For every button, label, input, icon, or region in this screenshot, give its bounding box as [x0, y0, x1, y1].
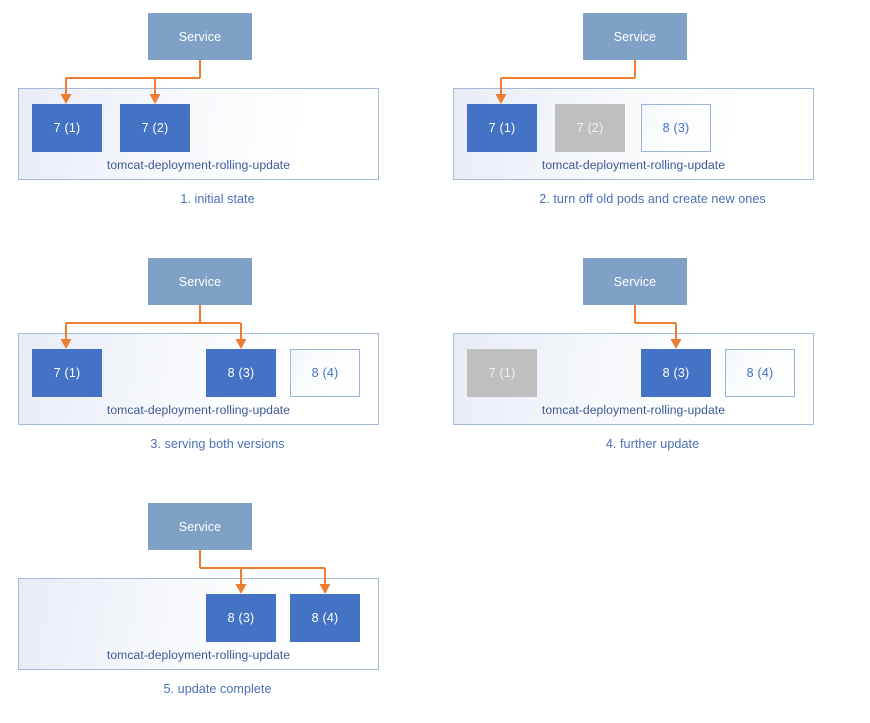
panel-caption: 3. serving both versions	[150, 437, 285, 451]
service-box[interactable]: Service	[148, 258, 252, 305]
panel-2: Service tomcat-deployment-rolling-update 7…	[435, 0, 870, 233]
panel-1: Service tomcat-deployment-rolling-update 7…	[0, 0, 435, 233]
service-box[interactable]: Service	[148, 13, 252, 60]
pod-running[interactable]: 8 (3)	[206, 594, 276, 642]
panel-caption: 2. turn off old pods and create new ones	[539, 192, 766, 206]
deployment-name-label: tomcat-deployment-rolling-update	[106, 158, 291, 172]
panel-caption: 5. update complete	[163, 682, 272, 696]
pod-terminating[interactable]: 7 (2)	[555, 104, 625, 152]
service-box[interactable]: Service	[583, 258, 687, 305]
panel-caption: 1. initial state	[180, 192, 255, 206]
pod-running[interactable]: 7 (1)	[32, 104, 102, 152]
pod-running[interactable]: 7 (1)	[32, 349, 102, 397]
pod-running[interactable]: 8 (4)	[290, 594, 360, 642]
deployment-name-label: tomcat-deployment-rolling-update	[541, 158, 726, 172]
deployment-name-label: tomcat-deployment-rolling-update	[541, 403, 726, 417]
service-box[interactable]: Service	[148, 503, 252, 550]
pod-running[interactable]: 7 (2)	[120, 104, 190, 152]
panel-4: Service tomcat-deployment-rolling-update 7…	[435, 245, 870, 478]
pod-pending[interactable]: 8 (3)	[641, 104, 711, 152]
pod-pending[interactable]: 8 (4)	[290, 349, 360, 397]
pod-running[interactable]: 7 (1)	[467, 104, 537, 152]
deployment-name-label: tomcat-deployment-rolling-update	[106, 403, 291, 417]
panel-3: Service tomcat-deployment-rolling-update 7…	[0, 245, 435, 478]
pod-running[interactable]: 8 (3)	[206, 349, 276, 397]
panel-5: Service tomcat-deployment-rolling-update 8…	[0, 490, 435, 723]
pod-pending[interactable]: 8 (4)	[725, 349, 795, 397]
pod-terminating[interactable]: 7 (1)	[467, 349, 537, 397]
service-box[interactable]: Service	[583, 13, 687, 60]
pod-running[interactable]: 8 (3)	[641, 349, 711, 397]
deployment-name-label: tomcat-deployment-rolling-update	[106, 648, 291, 662]
panel-caption: 4. further update	[605, 437, 700, 451]
